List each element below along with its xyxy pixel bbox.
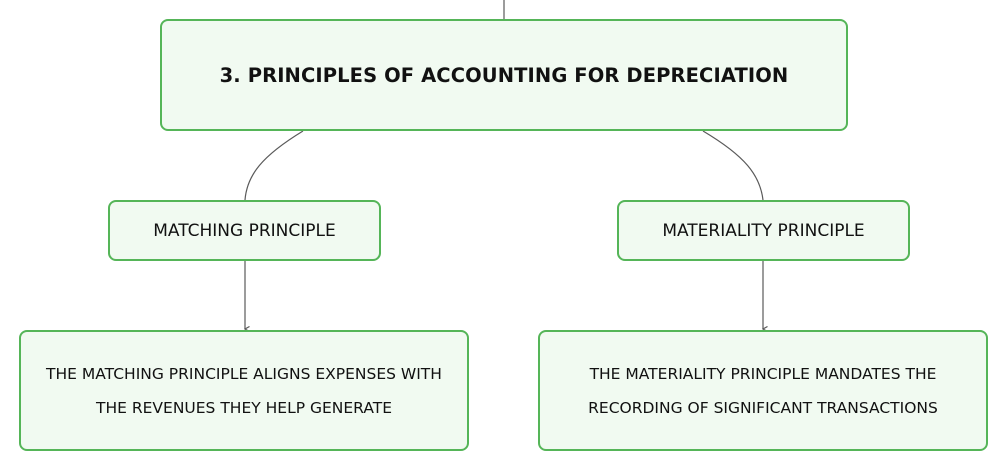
connector-root-to-materiality: [702, 130, 764, 201]
root-node-label: 3. PRINCIPLES OF ACCOUNTING FOR DEPRECIA…: [219, 63, 789, 87]
root-node[interactable]: 3. PRINCIPLES OF ACCOUNTING FOR DEPRECIA…: [160, 19, 848, 131]
matching-principle-node[interactable]: MATCHING PRINCIPLE: [108, 200, 381, 261]
materiality-principle-node[interactable]: MATERIALITY PRINCIPLE: [617, 200, 910, 261]
connector-root-to-matching: [244, 130, 304, 201]
matching-principle-label: MATCHING PRINCIPLE: [153, 220, 336, 241]
matching-description-text: THE MATCHING PRINCIPLE ALIGNS EXPENSES W…: [46, 364, 442, 417]
materiality-description-text: THE MATERIALITY PRINCIPLE MANDATES THE R…: [588, 364, 938, 417]
materiality-description-node[interactable]: THE MATERIALITY PRINCIPLE MANDATES THE R…: [538, 330, 988, 451]
matching-description-node[interactable]: THE MATCHING PRINCIPLE ALIGNS EXPENSES W…: [19, 330, 469, 451]
materiality-principle-label: MATERIALITY PRINCIPLE: [662, 220, 865, 241]
